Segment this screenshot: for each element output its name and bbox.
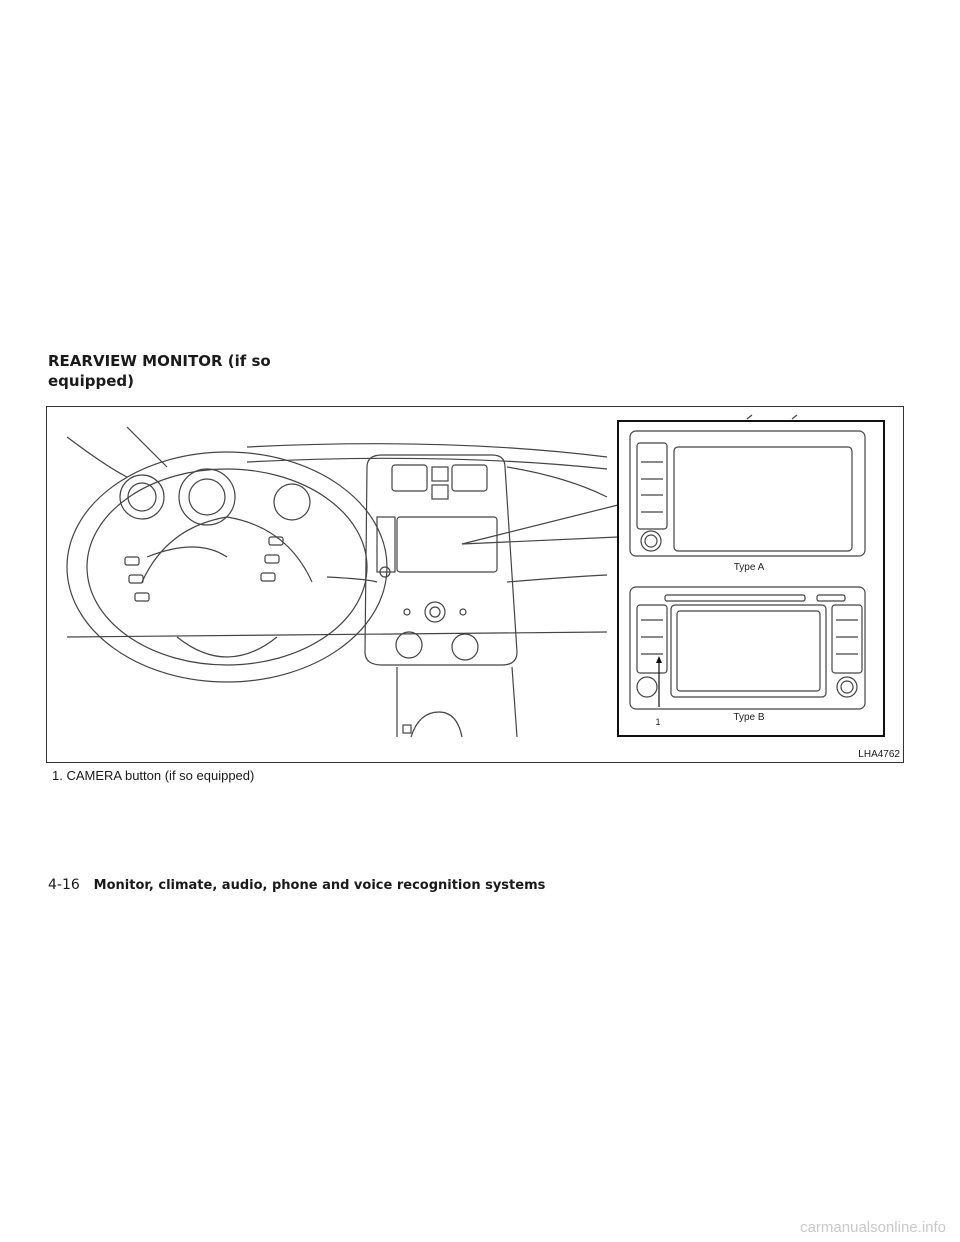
figure-code: LHA4762 <box>858 749 900 760</box>
type-a-label: Type A <box>734 562 765 573</box>
watermark: carmanualsonline.info <box>800 1219 946 1236</box>
audio-unit-type-a <box>629 430 866 557</box>
audio-unit-type-b <box>629 586 866 710</box>
zoom-leader-lines <box>461 504 619 545</box>
dashboard-illustration: Type A 1 Type B LHA4762 <box>46 406 904 763</box>
page-footer: 4-16 Monitor, climate, audio, phone and … <box>48 876 545 893</box>
camera-button-callout: 1 <box>655 717 660 727</box>
dashboard-outline <box>66 414 798 638</box>
center-stack <box>364 454 518 738</box>
section-title: REARVIEW MONITOR (if so equipped) <box>48 352 271 390</box>
chapter-title: Monitor, climate, audio, phone and voice… <box>93 878 546 893</box>
type-b-label: Type B <box>733 712 764 723</box>
page-number: 4-16 <box>48 877 80 893</box>
inset-frame <box>617 420 885 737</box>
figure-caption: 1. CAMERA button (if so equipped) <box>52 768 255 783</box>
steering-wheel <box>66 451 388 683</box>
